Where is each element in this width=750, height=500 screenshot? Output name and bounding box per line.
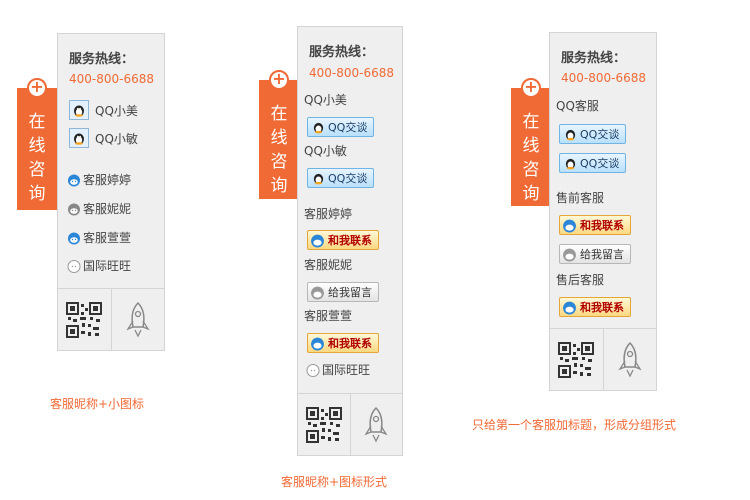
qq-chat-button[interactable]: QQ交谈 [307,168,375,188]
online-consult-tab[interactable]: + 在线咨询 [511,78,551,206]
service-panel: 服务热线： 400-800-6688 QQ客服 QQ交谈 QQ交谈 售前客服 和… [549,32,657,391]
qq-chat-button[interactable]: QQ交谈 [559,153,627,173]
qq-contact-name: QQ小敏 [304,144,347,158]
intl-wangwang-icon [306,363,320,377]
hotline-number: 400-800-6688 [309,66,395,80]
qq-chat-button[interactable]: QQ交谈 [307,117,375,137]
qq-chat-label: QQ交谈 [580,128,620,141]
qr-code-icon [305,406,342,443]
wangwang-contact-name: 客服妮妮 [83,202,132,216]
online-consult-label: 在线咨询 [522,112,540,204]
wangwang-contact-item[interactable]: 客服婷婷 [67,171,131,188]
wangwang-contact-item[interactable]: 客服妮妮 [67,200,131,217]
qq-penguin-icon [69,128,89,148]
online-consult-tab[interactable]: + 在线咨询 [17,78,57,210]
qq-penguin-icon [313,173,324,185]
rocket-icon [618,341,642,377]
contact-me-button[interactable]: 和我联系 [559,297,631,317]
wangwang-online-icon [563,301,576,314]
leave-message-label: 给我留言 [580,248,624,261]
wangwang-offline-icon [311,286,324,299]
service-panel: 服务热线： 400-800-6688 QQ小美 QQ交谈 QQ小敏 QQ交谈 客… [297,26,403,456]
qq-chat-label: QQ交谈 [328,121,368,134]
wangwang-contact-name: 客服婷婷 [83,173,132,187]
online-consult-label: 在线咨询 [28,112,46,204]
back-to-top-button[interactable] [349,394,403,455]
qq-penguin-icon [69,100,89,120]
qq-penguin-icon [565,158,576,170]
presale-group-label: 售前客服 [556,191,605,205]
qq-contact-item[interactable]: QQ小美 [69,100,138,120]
qq-contact-name: QQ小美 [304,93,347,107]
aftersale-group-label: 售后客服 [556,273,605,287]
hotline-title: 服务热线： [69,52,135,67]
wangwang-contact-name: 客服萱萱 [83,231,132,245]
qq-penguin-icon [313,122,324,134]
back-to-top-button[interactable] [110,289,165,350]
qq-contact-item[interactable]: QQ小敏 [69,128,138,148]
plus-icon: + [27,78,47,98]
wangwang-offline-icon [68,203,80,215]
qr-code-icon [558,341,595,378]
back-to-top-button[interactable] [602,329,657,390]
hotline-title: 服务热线： [561,51,627,66]
qq-chat-button[interactable]: QQ交谈 [559,124,627,144]
qr-code-icon [66,301,103,338]
intl-wangwang-item[interactable]: 国际旺旺 [67,257,131,274]
rocket-icon [364,406,388,442]
online-consult-tab[interactable]: + 在线咨询 [259,70,299,199]
wangwang-online-icon [311,337,324,350]
qr-code-button[interactable] [550,329,603,390]
qq-contact-name: QQ小敏 [95,131,138,146]
intl-wangwang-name: 国际旺旺 [322,363,371,377]
hotline-number: 400-800-6688 [69,72,155,86]
caption-widget2: 客服昵称+图标形式 [281,475,388,489]
contact-me-label: 和我联系 [580,219,624,232]
wangwang-online-icon [563,219,576,232]
contact-me-button[interactable]: 和我联系 [307,230,379,250]
qr-code-button[interactable] [298,394,350,455]
qq-penguin-icon [565,129,576,141]
panel-footer [298,393,402,455]
contact-me-label: 和我联系 [580,301,624,314]
wangwang-contact-item[interactable]: 客服萱萱 [67,229,131,246]
qq-contact-name: QQ小美 [95,103,138,118]
panel-footer [550,328,656,390]
leave-message-button[interactable]: 给我留言 [307,282,379,302]
intl-wangwang-item[interactable]: 国际旺旺 [306,361,370,378]
service-panel: 服务热线： 400-800-6688 QQ小美 QQ小敏 客服婷婷 客服妮妮 客… [57,33,165,351]
panel-footer [58,288,164,350]
qr-code-button[interactable] [58,289,111,350]
caption-widget1: 客服昵称+小图标 [50,397,145,411]
intl-wangwang-icon [67,259,81,273]
online-consult-label: 在线咨询 [270,104,288,196]
hotline-title: 服务热线： [309,45,375,60]
wangwang-online-icon [68,174,80,186]
hotline-number: 400-800-6688 [561,71,647,85]
contact-me-button[interactable]: 和我联系 [307,333,379,353]
leave-message-label: 给我留言 [328,286,372,299]
wangwang-online-icon [311,234,324,247]
contact-me-label: 和我联系 [328,337,372,350]
plus-icon: + [521,78,541,98]
contact-me-button[interactable]: 和我联系 [559,215,631,235]
wangwang-contact-name: 客服婷婷 [304,207,353,221]
qq-chat-label: QQ交谈 [580,157,620,170]
wangwang-online-icon [68,232,80,244]
caption-widget3: 只给第一个客服加标题，形成分组形式 [472,418,677,432]
contact-me-label: 和我联系 [328,234,372,247]
rocket-icon [126,301,150,337]
wangwang-contact-name: 客服萱萱 [304,309,353,323]
leave-message-button[interactable]: 给我留言 [559,244,631,264]
wangwang-offline-icon [563,248,576,261]
plus-icon: + [269,70,289,90]
wangwang-contact-name: 客服妮妮 [304,258,353,272]
qq-chat-label: QQ交谈 [328,172,368,185]
intl-wangwang-name: 国际旺旺 [83,259,132,273]
qq-group-label: QQ客服 [556,99,599,113]
